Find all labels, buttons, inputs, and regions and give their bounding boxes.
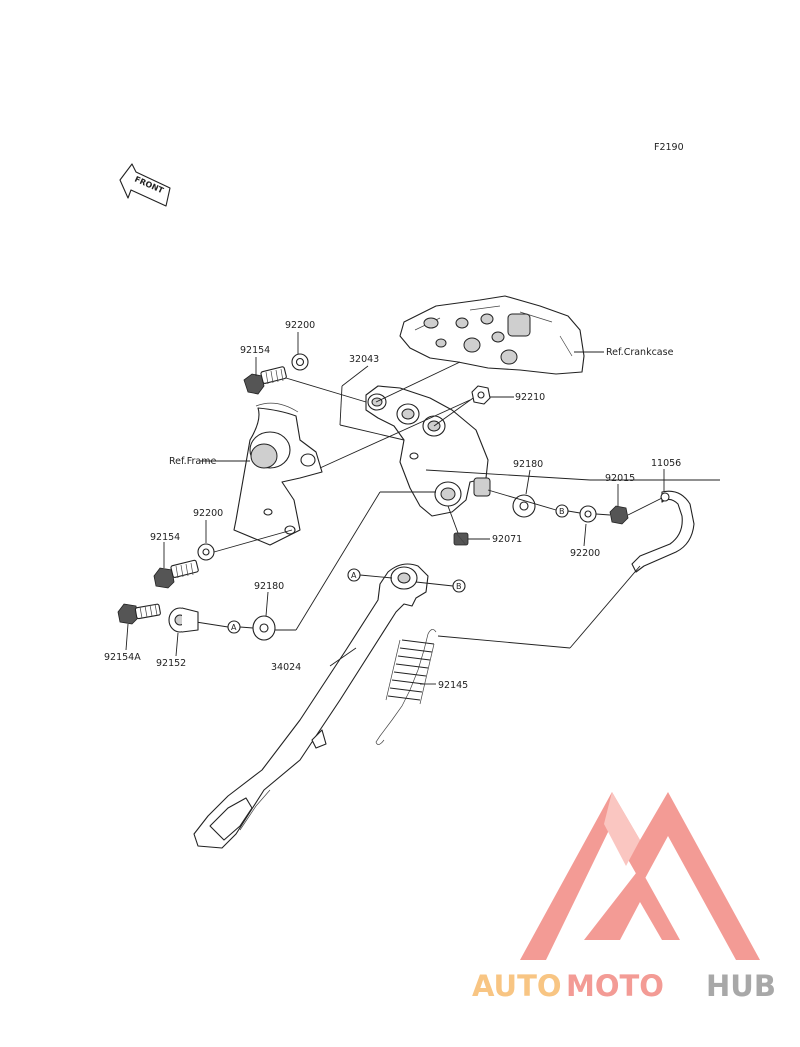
label-92154-top: 92154 (240, 345, 270, 356)
marker-a-low: A (227, 620, 241, 634)
logo-part-moto: MOTO (566, 969, 664, 1003)
bolt-92154-left (153, 559, 199, 589)
label-92154A: 92154A (104, 652, 141, 663)
svg-text:A: A (351, 571, 357, 580)
crankcase-ref-label: Ref.Crankcase (606, 347, 674, 358)
label-92152: 92152 (156, 658, 186, 669)
washer-92200-mid (579, 505, 597, 523)
svg-text:B: B (456, 582, 462, 591)
label-92071: 92071 (492, 534, 522, 545)
frame-ref-label: Ref.Frame (169, 456, 216, 467)
figure-code: F2190 (654, 142, 684, 153)
washer-92200-left (197, 543, 215, 561)
marker-b-stand: B (452, 579, 466, 593)
label-92200-top: 92200 (285, 320, 315, 331)
front-arrow-icon: FRONT (119, 163, 171, 207)
label-92145: 92145 (438, 680, 468, 691)
automotohub-logo: AUTO MOTO HUB (472, 792, 776, 1003)
side-stand-34024 (193, 563, 429, 849)
label-92180-mid: 92180 (513, 459, 543, 470)
label-92200-mid: 92200 (570, 548, 600, 559)
svg-text:A: A (231, 623, 237, 632)
bolt-92154A (117, 603, 161, 625)
label-92200-left: 92200 (193, 508, 223, 519)
collar-92152 (168, 607, 199, 633)
nut-92015 (609, 505, 629, 525)
label-92180-low: 92180 (254, 581, 284, 592)
bracket-11056 (631, 490, 695, 573)
label-92154-left: 92154 (150, 532, 180, 543)
svg-text:B: B (559, 507, 565, 516)
marker-b-mid: B (555, 504, 569, 518)
frame-ref-shape (233, 402, 323, 546)
label-34024: 34024 (271, 662, 301, 673)
label-92210: 92210 (515, 392, 545, 403)
label-92015: 92015 (605, 473, 635, 484)
logo-part-auto: AUTO (472, 969, 562, 1003)
logo-part-hub: HUB (706, 969, 776, 1003)
bolt-92154-top (243, 366, 287, 395)
nut-92210 (471, 385, 491, 405)
washer-92200-top (291, 353, 309, 371)
marker-a-stand: A (347, 568, 361, 582)
bracket-32043 (365, 385, 491, 517)
washer-92180-low (252, 615, 276, 641)
crankcase-ref-shape (399, 295, 585, 375)
washer-92180-mid (512, 494, 536, 518)
label-11056: 11056 (651, 458, 681, 469)
label-32043: 32043 (349, 354, 379, 365)
bolt-92071 (453, 532, 469, 546)
spring-92145 (375, 629, 437, 745)
